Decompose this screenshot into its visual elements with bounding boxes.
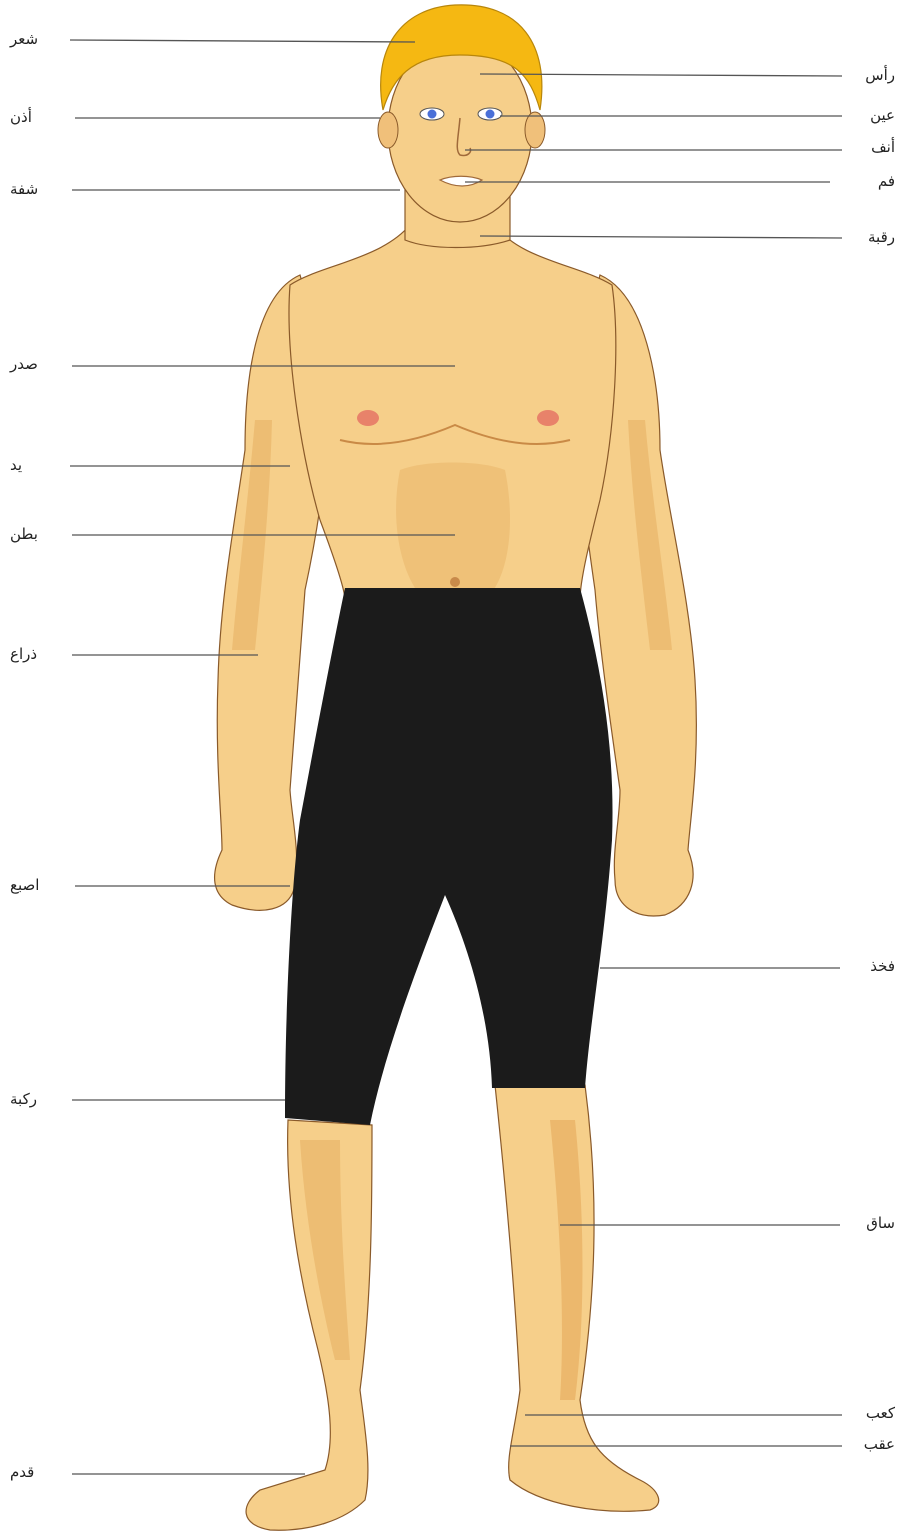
label-arm: ذراع	[10, 645, 37, 663]
label-ear: أذن	[10, 108, 32, 126]
abdomen-shadow	[396, 463, 510, 596]
label-nose: أنف	[871, 138, 895, 156]
ear-right	[378, 112, 398, 148]
label-mouth: فم	[878, 172, 895, 190]
label-eye: عين	[870, 106, 895, 124]
nipple-left	[537, 410, 559, 426]
iris-left	[486, 110, 495, 119]
label-shin: ساق	[866, 1214, 895, 1232]
label-foot: قدم	[10, 1463, 34, 1481]
nipple-right	[357, 410, 379, 426]
shorts	[285, 588, 613, 1125]
label-head: رأس	[865, 66, 895, 84]
label-ankle: كعب	[866, 1404, 895, 1422]
legs	[246, 1085, 659, 1530]
label-hair: شعر	[10, 30, 38, 48]
leader-hair	[70, 40, 415, 42]
ear-left	[525, 112, 545, 148]
navel	[450, 577, 460, 587]
label-belly: بطن	[10, 525, 38, 543]
label-chest: صدر	[10, 355, 38, 373]
label-hand: يد	[10, 456, 22, 474]
label-neck: رقبة	[868, 228, 895, 246]
label-heel: عقب	[864, 1435, 895, 1453]
head	[378, 5, 545, 222]
torso	[289, 225, 616, 600]
iris-right	[428, 110, 437, 119]
label-lip: شفة	[10, 180, 38, 198]
label-thigh: فخذ	[870, 957, 895, 975]
leader-neck	[480, 236, 842, 238]
label-finger: اصبع	[10, 876, 39, 894]
label-knee: ركبة	[10, 1090, 37, 1108]
